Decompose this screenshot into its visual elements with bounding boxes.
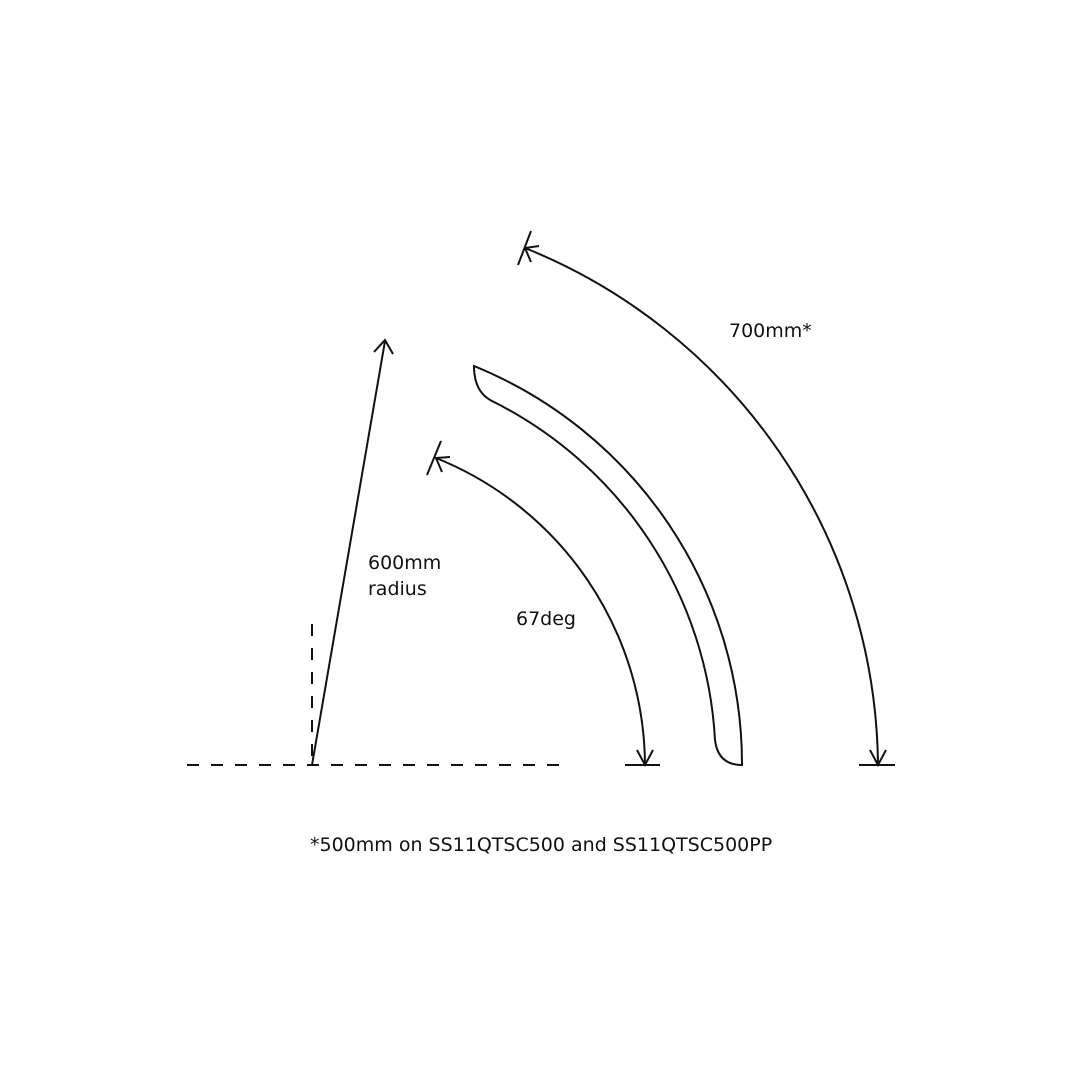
arrowhead-icon (434, 456, 451, 473)
angle-label: 67deg (516, 608, 576, 630)
radius-label-line1: 600mm (368, 552, 441, 574)
arrowhead-icon (373, 338, 394, 355)
radius-label-line2: radius (368, 578, 427, 600)
arc-length-dimension (517, 230, 895, 768)
radius-dimension (311, 338, 394, 766)
footnote: *500mm on SS11QTSC500 and SS11QTSC500PP (310, 834, 772, 856)
arc-length-label: 700mm* (729, 320, 812, 342)
curved-piece-outline (472, 364, 744, 767)
angle-dimension (426, 440, 660, 768)
